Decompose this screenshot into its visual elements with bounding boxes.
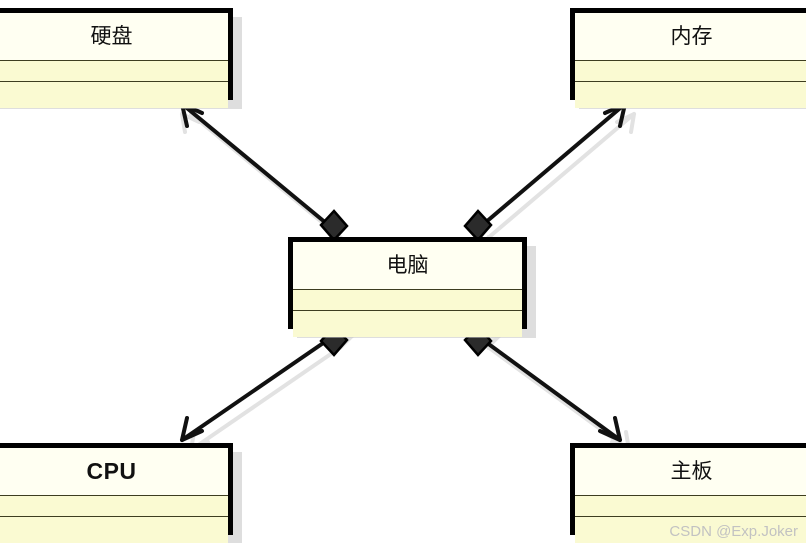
class-operations-cpu (0, 517, 228, 543)
class-name-mainboard: 主板 (575, 448, 806, 496)
class-box-computer[interactable]: 电脑 (288, 237, 527, 337)
class-name-hard-disk: 硬盘 (0, 13, 228, 61)
class-name-cpu: CPU (0, 448, 228, 496)
arrowhead-mainboard-icon (598, 416, 622, 442)
class-operations-mainboard (575, 517, 806, 543)
class-operations-memory (575, 82, 806, 108)
class-box-hard-disk[interactable]: 硬盘 (0, 8, 233, 108)
class-name-memory: 内存 (575, 13, 806, 61)
edge-line-group (180, 102, 627, 442)
class-box-mainboard[interactable]: 主板 (570, 443, 806, 543)
class-attributes-computer (293, 290, 522, 311)
class-attributes-hard-disk (0, 61, 228, 82)
edge-computer-memory[interactable] (477, 102, 627, 230)
class-attributes-cpu (0, 496, 228, 517)
edge-computer-hard-disk[interactable] (180, 102, 334, 230)
class-attributes-memory (575, 61, 806, 82)
class-name-computer: 电脑 (293, 242, 522, 290)
class-operations-computer (293, 311, 522, 337)
class-operations-hard-disk (0, 82, 228, 108)
edge-computer-cpu[interactable] (180, 335, 334, 442)
arrowhead-cpu-icon (180, 416, 204, 442)
class-box-memory[interactable]: 内存 (570, 8, 806, 108)
class-box-cpu[interactable]: CPU (0, 443, 233, 543)
composition-diamond-hard-disk-icon (319, 209, 349, 242)
edge-computer-mainboard[interactable] (477, 335, 622, 442)
composition-diamond-memory-icon (463, 209, 493, 242)
class-attributes-mainboard (575, 496, 806, 517)
